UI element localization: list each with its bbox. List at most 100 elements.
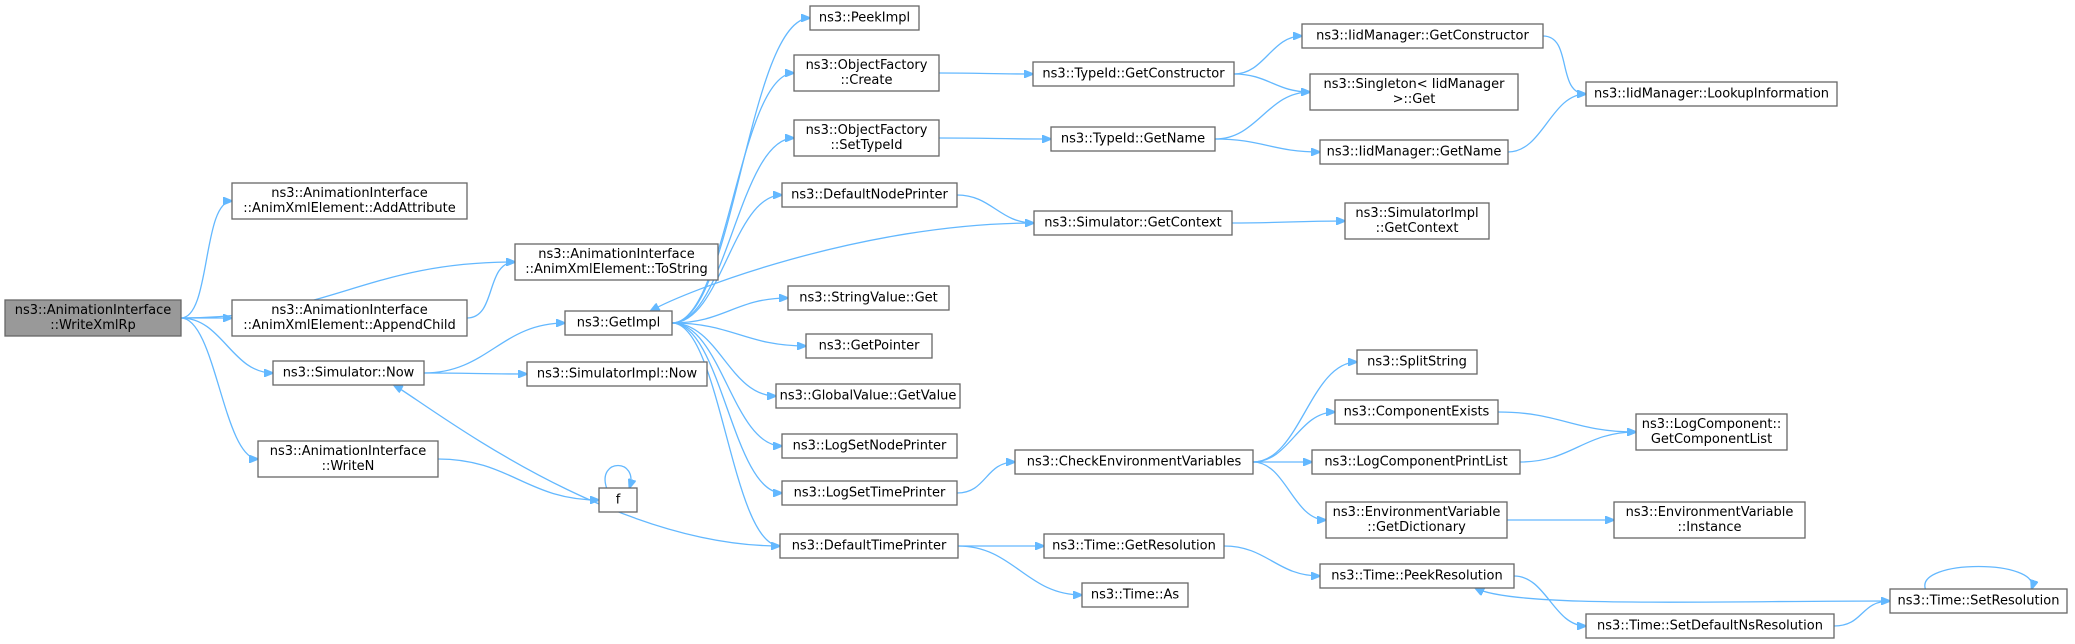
- node-f[interactable]: f: [598, 487, 638, 513]
- node-box: [1309, 73, 1519, 111]
- edge-logsettimeprinter-to-checkenvvars: [956, 462, 1015, 494]
- node-simimplgetcontext[interactable]: ns3::SimulatorImpl::GetContext: [1344, 202, 1490, 240]
- node-peekimpl[interactable]: ns3::PeekImpl: [809, 5, 920, 31]
- edge-getimpl-to-stringvalueget: [671, 298, 788, 324]
- node-timeas[interactable]: ns3::Time::As: [1081, 582, 1189, 608]
- node-simimplnow[interactable]: ns3::SimulatorImpl::Now: [526, 361, 708, 387]
- edge-ofsettypeid-to-typeidgetname: [938, 138, 1051, 139]
- node-iidgetconstructor[interactable]: ns3::IidManager::GetConstructor: [1301, 23, 1544, 49]
- edge-timegetresolution-to-timepeekresolution: [1223, 545, 1320, 576]
- node-envvargetdictionary[interactable]: ns3::EnvironmentVariable::GetDictionary: [1325, 501, 1508, 539]
- node-label: ::AnimXmlElement::ToString: [525, 262, 707, 277]
- edge-appendchild-to-tostring: [466, 262, 515, 319]
- edge-simnow-to-getimpl: [423, 323, 565, 374]
- node-timesetdefaultnsresolution[interactable]: ns3::Time::SetDefaultNsResolution: [1585, 613, 1835, 639]
- node-label: ns3::Simulator::GetContext: [1044, 216, 1221, 231]
- node-box: [598, 487, 638, 513]
- edge-writexmlrp-to-addattribute: [180, 201, 232, 319]
- node-label: ::SetTypeId: [830, 138, 902, 153]
- node-typeidgetname[interactable]: ns3::TypeId::GetName: [1050, 126, 1216, 152]
- node-label: f: [616, 493, 621, 508]
- edge-iidgetconstructor-to-iidlookupinformation: [1542, 35, 1586, 94]
- node-box: [1356, 349, 1478, 375]
- node-label: ns3::ObjectFactory: [806, 58, 928, 73]
- node-writexmlrp[interactable]: ns3::AnimationInterface::WriteXmlRp: [4, 299, 182, 337]
- node-label: ns3::ObjectFactory: [806, 123, 928, 138]
- node-writen[interactable]: ns3::AnimationInterface::WriteN: [257, 440, 439, 478]
- node-label: ns3::AnimationInterface: [538, 247, 695, 262]
- edge-layer: [180, 18, 2032, 627]
- node-addattribute[interactable]: ns3::AnimationInterface::AnimXmlElement:…: [231, 182, 468, 220]
- node-box: [1325, 501, 1508, 539]
- node-box: [1889, 588, 2068, 614]
- node-defaultnodeprinter[interactable]: ns3::DefaultNodePrinter: [781, 182, 958, 208]
- edge-getimpl-to-ofsettypeid: [671, 138, 794, 324]
- node-globalvaluegetvalue[interactable]: ns3::GlobalValue::GetValue: [775, 383, 961, 409]
- edge-checkenvvars-to-splitstring: [1252, 362, 1357, 463]
- edge-simnow-to-simimplnow: [423, 373, 527, 374]
- edge-f-to-f: [604, 465, 631, 489]
- node-label: ns3::LogComponent::: [1642, 417, 1782, 432]
- node-getimpl[interactable]: ns3::GetImpl: [564, 310, 673, 336]
- node-box: [781, 433, 958, 459]
- edge-typeidgetname-to-iidgetname: [1214, 138, 1320, 152]
- edge-checkenvvars-to-componentexists: [1252, 412, 1335, 463]
- node-label: ns3::Time::SetResolution: [1898, 594, 2060, 609]
- edge-defaultnodeprinter-to-simgetcontext: [956, 194, 1034, 223]
- node-box: [4, 299, 182, 337]
- node-tostring[interactable]: ns3::AnimationInterface::AnimXmlElement:…: [514, 243, 719, 281]
- node-label: ::WriteXmlRp: [50, 318, 136, 333]
- edge-timesetdefaultnsresolution-to-timesetresolution: [1833, 601, 1890, 627]
- node-iidlookupinformation[interactable]: ns3::IidManager::LookupInformation: [1585, 81, 1838, 107]
- node-label: ns3::SplitString: [1367, 355, 1467, 370]
- edge-getimpl-to-defaulttimeprinter: [671, 322, 780, 546]
- edge-getimpl-to-defaultnodeprinter: [671, 195, 782, 324]
- node-box: [257, 440, 439, 478]
- node-timesetresolution[interactable]: ns3::Time::SetResolution: [1889, 588, 2068, 614]
- node-box: [1033, 210, 1233, 236]
- node-componentexists[interactable]: ns3::ComponentExists: [1334, 399, 1499, 425]
- node-box: [793, 119, 940, 157]
- node-box: [787, 285, 950, 311]
- node-splitstring[interactable]: ns3::SplitString: [1356, 349, 1478, 375]
- node-box: [1301, 23, 1544, 49]
- edge-writexmlrp-to-simnow: [180, 317, 273, 373]
- node-stringvalueget[interactable]: ns3::StringValue::Get: [787, 285, 950, 311]
- node-appendchild[interactable]: ns3::AnimationInterface::AnimXmlElement:…: [231, 299, 468, 337]
- node-getpointer[interactable]: ns3::GetPointer: [805, 333, 933, 359]
- edge-writen-to-f: [437, 458, 599, 500]
- node-logsettimeprinter[interactable]: ns3::LogSetTimePrinter: [781, 480, 958, 506]
- node-logcomponentgetlist[interactable]: ns3::LogComponent::GetComponentList: [1635, 413, 1788, 451]
- node-box: [1613, 501, 1806, 539]
- node-timegetresolution[interactable]: ns3::Time::GetResolution: [1043, 533, 1225, 559]
- node-timepeekresolution[interactable]: ns3::Time::PeekResolution: [1319, 563, 1515, 589]
- node-envvarinstance[interactable]: ns3::EnvironmentVariable::Instance: [1613, 501, 1806, 539]
- node-typeidgetconstructor[interactable]: ns3::TypeId::GetConstructor: [1032, 61, 1235, 87]
- node-label: ns3::TypeId::GetConstructor: [1042, 67, 1225, 82]
- node-label: ::GetContext: [1376, 221, 1459, 236]
- edge-simgetcontext-to-simimplgetcontext: [1231, 221, 1345, 223]
- node-ofcreate[interactable]: ns3::ObjectFactory::Create: [793, 54, 940, 92]
- node-simgetcontext[interactable]: ns3::Simulator::GetContext: [1033, 210, 1233, 236]
- node-label: ns3::DefaultNodePrinter: [791, 188, 948, 203]
- node-singletonget[interactable]: ns3::Singleton< IidManager>::Get: [1309, 73, 1519, 111]
- node-label: ::AnimXmlElement::AppendChild: [243, 318, 456, 333]
- node-label: ns3::AnimationInterface: [270, 444, 427, 459]
- node-label: ns3::Time::PeekResolution: [1331, 569, 1502, 584]
- node-logcomponentprintlist[interactable]: ns3::LogComponentPrintList: [1311, 449, 1521, 475]
- node-box: [1344, 202, 1490, 240]
- node-box: [1334, 399, 1499, 425]
- node-label: ns3::EnvironmentVariable: [1626, 505, 1794, 520]
- node-label: ns3::ComponentExists: [1344, 405, 1490, 420]
- node-iidgetname[interactable]: ns3::IidManager::GetName: [1319, 139, 1509, 165]
- node-ofsettypeid[interactable]: ns3::ObjectFactory::SetTypeId: [793, 119, 940, 157]
- node-label: ns3::AnimationInterface: [15, 303, 172, 318]
- node-simnow[interactable]: ns3::Simulator::Now: [272, 360, 425, 386]
- node-box: [564, 310, 673, 336]
- node-checkenvvars[interactable]: ns3::CheckEnvironmentVariables: [1014, 449, 1254, 475]
- edge-componentexists-to-logcomponentgetlist: [1497, 411, 1636, 432]
- node-box: [1319, 563, 1515, 589]
- node-logsetnodeprinter[interactable]: ns3::LogSetNodePrinter: [781, 433, 958, 459]
- node-defaulttimeprinter[interactable]: ns3::DefaultTimePrinter: [779, 533, 959, 559]
